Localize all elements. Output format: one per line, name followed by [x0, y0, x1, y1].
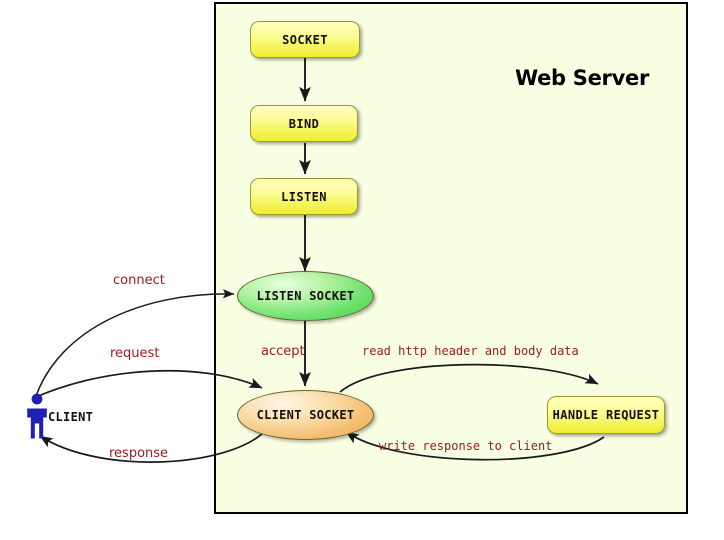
- node-client-socket[interactable]: CLIENT SOCKET: [237, 390, 374, 440]
- client-label: CLIENT: [48, 410, 94, 424]
- web-server-title: Web Server: [514, 66, 649, 90]
- node-listen-socket[interactable]: LISTEN SOCKET: [237, 271, 374, 321]
- edge-label-read-http: read http header and body data: [362, 344, 579, 358]
- edge-connect: [35, 289, 235, 397]
- node-listen[interactable]: LISTEN: [250, 178, 358, 215]
- edge-label-request: request: [110, 346, 160, 361]
- node-bind[interactable]: BIND: [250, 105, 358, 142]
- edge-label-connect: connect: [113, 273, 165, 288]
- edge-label-accept: accept: [261, 344, 305, 359]
- edge-label-response: response: [109, 446, 169, 461]
- client-actor-icon: [27, 393, 47, 439]
- node-socket[interactable]: SOCKET: [250, 21, 360, 58]
- edge-label-write-response: write response to client: [379, 439, 553, 453]
- node-handle-request[interactable]: HANDLE REQUEST: [547, 396, 665, 434]
